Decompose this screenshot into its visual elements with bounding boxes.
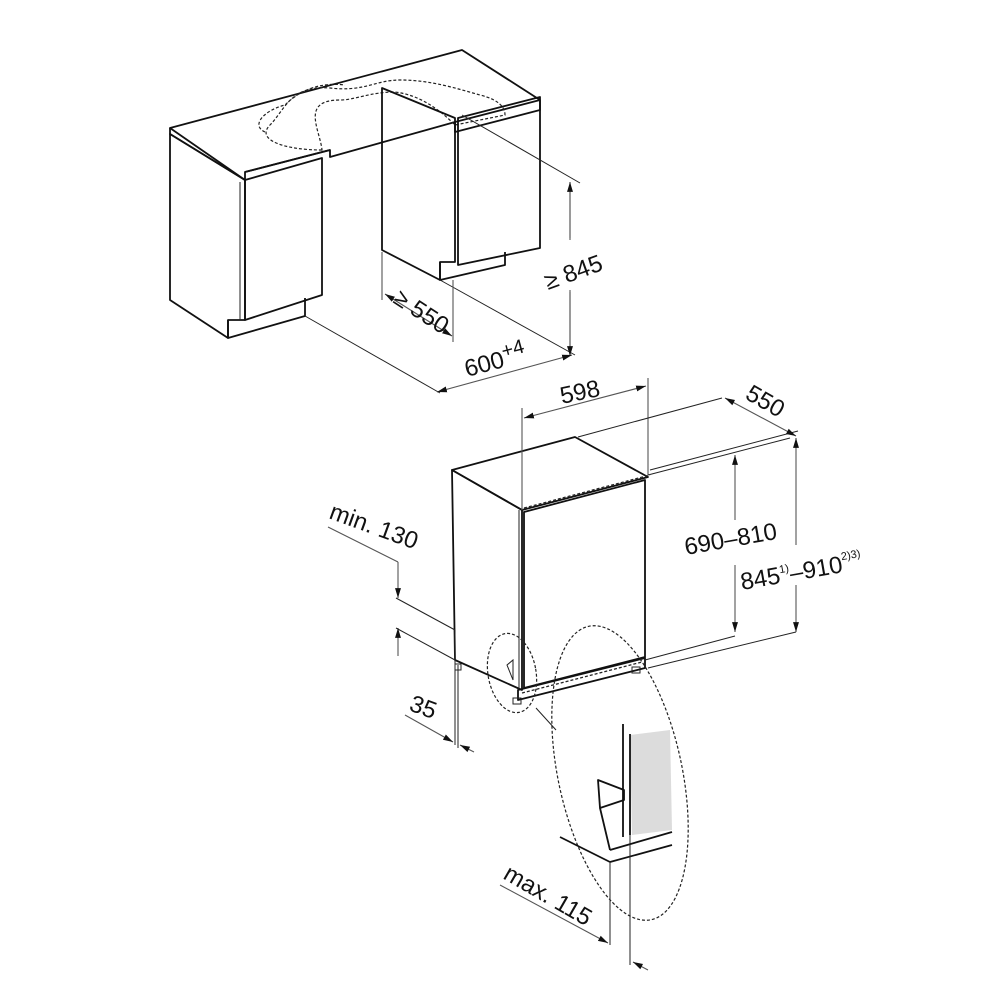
plinth-min-height-label: min. 130 [326, 498, 422, 555]
appliance-illustration [451, 436, 651, 731]
niche-depth-label: ≥ 550 [389, 284, 454, 339]
appliance-door [523, 479, 646, 689]
appliance-width-label: 598 [558, 375, 603, 410]
left-cabinet-side [169, 133, 246, 339]
detail-max-label: max. 115 [499, 860, 596, 932]
right-cabinet-side [381, 87, 456, 281]
niche-illustration [169, 49, 581, 394]
plinth-setback-label: 35 [406, 690, 440, 725]
appliance-side [451, 469, 523, 691]
appliance-dimensions: 598 550 690–810 8451)–9102)3) min. 130 3… [326, 375, 864, 753]
niche-dimensions: ≥ 550 ≥ 845 600+4 [381, 182, 607, 393]
total-height-label: 8451)–9102)3) [738, 548, 864, 596]
worktop-cutout [265, 79, 506, 151]
detail-callout-small [486, 632, 538, 714]
niche-height-label: ≥ 845 [541, 250, 607, 296]
appliance-depth-label: 550 [741, 380, 789, 423]
appliance-top [451, 436, 649, 511]
niche-width-label: 600+4 [460, 336, 529, 383]
left-cabinet-door [244, 157, 323, 321]
right-cabinet-door [457, 96, 541, 266]
door-height-label: 690–810 [682, 518, 779, 561]
